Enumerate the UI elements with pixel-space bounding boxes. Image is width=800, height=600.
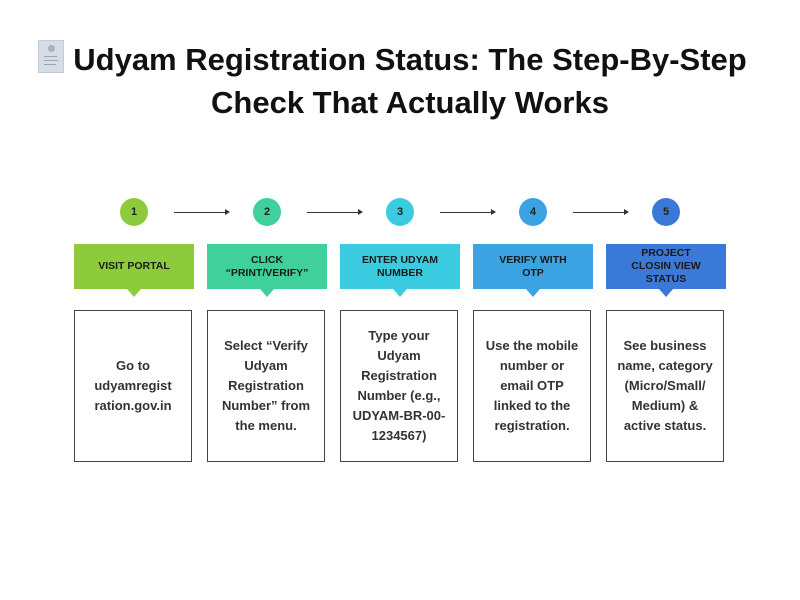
step-description: Select “Verify Udyam Registration Number… [207,310,325,462]
pointer [393,289,407,297]
step-number: 4 [519,198,547,226]
page-title: Udyam Registration Status: The Step-By-S… [73,42,747,120]
pointer [526,289,540,297]
step-number: 3 [386,198,414,226]
step-description: Go to udyamregist ration.gov.in [74,310,192,462]
step-description: Use the mobile number or email OTP linke… [473,310,591,462]
step-label: ENTER UDYAM NUMBER [340,244,460,289]
arrow-icon [174,209,230,215]
step-label: CLICK “PRINT/VERIFY” [207,244,327,289]
step-number: 5 [652,198,680,226]
arrow-icon [573,209,629,215]
step-description: See business name, category (Micro/Small… [606,310,724,462]
arrow-icon [440,209,496,215]
step-number: 2 [253,198,281,226]
pointer [260,289,274,297]
step-description: Type your Udyam Registration Number (e.g… [340,310,458,462]
step-label: PROJECT CLOSIN VIEW STATUS [606,244,726,289]
step-label: VERIFY WITH OTP [473,244,593,289]
document-icon [38,40,64,73]
step-label: VISIT PORTAL [74,244,194,289]
step-number: 1 [120,198,148,226]
pointer [127,289,141,297]
arrow-icon [307,209,363,215]
pointer [659,289,673,297]
